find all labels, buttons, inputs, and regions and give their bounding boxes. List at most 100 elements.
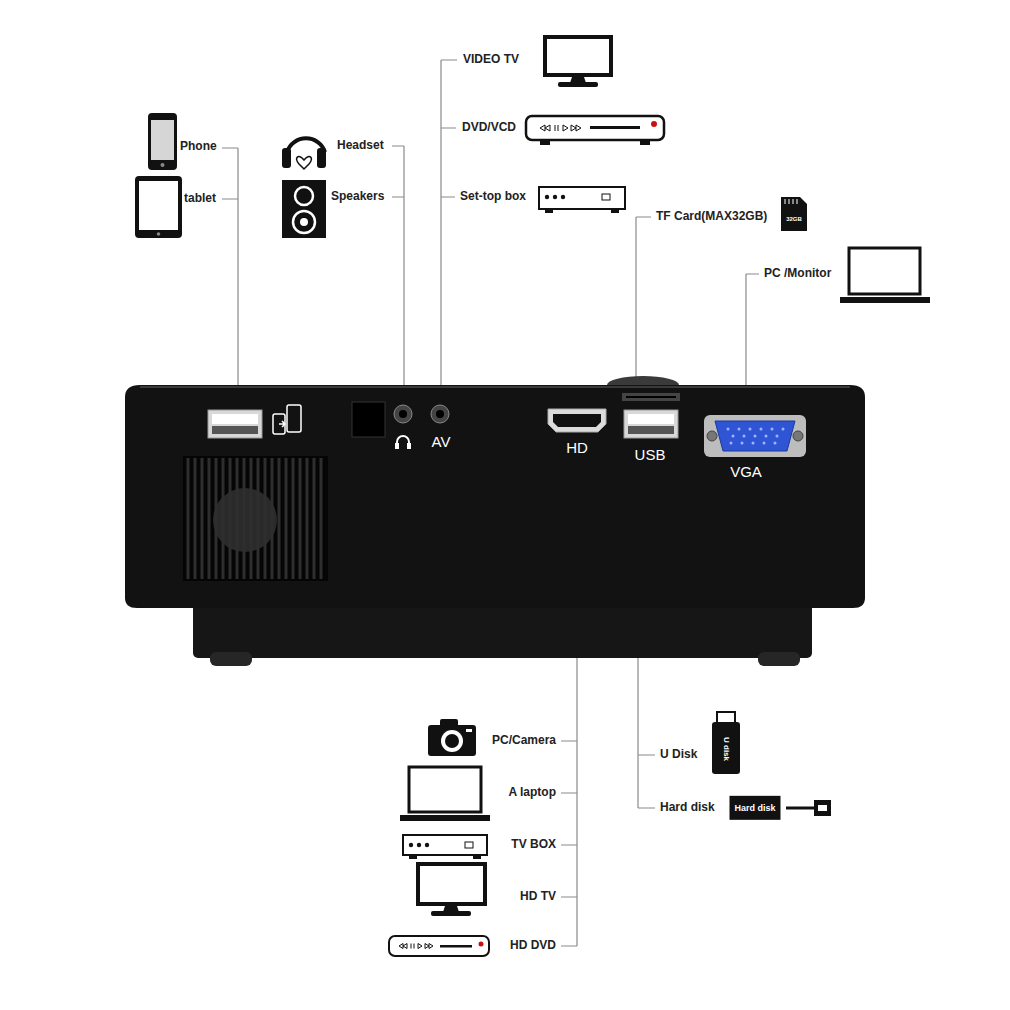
vga-port [704, 415, 806, 457]
mirror-icon [287, 405, 301, 432]
audio-jack [394, 405, 412, 423]
leader-line [636, 217, 651, 391]
device-label: Phone [180, 140, 217, 154]
vga-port [738, 428, 741, 431]
av-jack [431, 405, 449, 423]
tv-icon [545, 37, 611, 87]
set-top-box-icon [553, 195, 557, 199]
tv-box-icon [425, 843, 429, 847]
dvd-icon [540, 125, 581, 131]
vga-port [754, 435, 757, 438]
device-label: A laptop [508, 786, 556, 800]
tv-box-icon [403, 835, 487, 855]
vga-port [776, 435, 779, 438]
leader-line [222, 148, 238, 407]
card-capacity: 32GB [786, 216, 802, 223]
hdmi-port [548, 409, 606, 432]
vga-port [732, 435, 735, 438]
device-label: HD TV [520, 890, 556, 904]
audio-jack [394, 405, 412, 449]
usb-port [624, 410, 678, 438]
av-jack [436, 410, 444, 418]
vga-port [707, 431, 717, 441]
speaker-icon [293, 211, 315, 233]
audio-jack [399, 410, 407, 418]
set-top-box-icon [545, 195, 549, 199]
tv-box-icon [473, 855, 481, 859]
usb-stick-icon [712, 712, 740, 774]
vga-port [730, 442, 733, 445]
sd-card-icon [781, 197, 807, 231]
vga-port [765, 435, 768, 438]
dvd-icon [640, 140, 650, 145]
projector-body [210, 652, 252, 666]
device-label: DVD/VCD [462, 121, 516, 135]
usb-port [624, 410, 678, 438]
hard-disk-cable [814, 800, 831, 816]
tv-icon [545, 37, 611, 75]
usb-port [208, 410, 262, 438]
tablet-icon [135, 176, 182, 238]
projector-body [125, 385, 865, 608]
headset-icon [297, 157, 312, 169]
vent-grille [183, 456, 328, 581]
vga-port [793, 431, 803, 441]
speaker-icon [282, 180, 326, 238]
usb-port [628, 414, 674, 424]
audio-jack [407, 443, 411, 449]
laptop-icon [409, 767, 481, 812]
set-top-box-icon [539, 187, 625, 213]
tv-box-icon [417, 843, 421, 847]
leader-line [392, 146, 404, 403]
port-label: VGA [730, 463, 762, 480]
vent-grille [188, 458, 321, 579]
vga-port [743, 435, 746, 438]
dvd-icon [526, 116, 664, 140]
speaker-icon [300, 218, 308, 226]
projector-body [758, 652, 800, 666]
speaker-icon [282, 180, 326, 238]
tf-slot [622, 393, 680, 401]
set-top-box-icon [611, 209, 619, 213]
device-label: VIDEO TV [463, 53, 519, 67]
vga-port [774, 442, 777, 445]
usb-port [208, 410, 262, 438]
sd-card-icon [781, 197, 807, 231]
hd-dvd-icon [440, 945, 472, 948]
vga-port [782, 428, 785, 431]
vga-port [715, 421, 795, 451]
device-label: tablet [184, 192, 216, 206]
dvd-icon [540, 140, 550, 145]
device-label: Headset [337, 139, 384, 153]
set-top-box-icon [602, 194, 610, 200]
tv-box-icon [409, 855, 417, 859]
camera-icon [441, 730, 463, 752]
dvd-icon [540, 125, 581, 131]
camera-icon [428, 719, 476, 756]
camera-icon [428, 725, 476, 756]
device-label: U Disk [660, 748, 697, 762]
device-label: Speakers [331, 190, 384, 204]
laptop-icon [400, 815, 490, 821]
vga-port [704, 415, 806, 457]
port-label: USB [635, 446, 666, 463]
mirror-icon [273, 405, 301, 434]
port-label: AV [432, 433, 451, 450]
tablet-icon [135, 176, 182, 238]
hd-dvd-icon [479, 942, 484, 947]
headset-icon [282, 138, 326, 169]
hd-tv-icon [431, 911, 471, 916]
dvd-icon [651, 121, 657, 127]
port-label: HD [566, 439, 588, 456]
hard-disk-cable [818, 805, 827, 811]
leader-line [441, 60, 457, 403]
laptop-icon [400, 767, 490, 821]
device-label: HD DVD [510, 939, 556, 953]
vga-port [771, 428, 774, 431]
vga-port [749, 428, 752, 431]
set-top-box-icon [561, 195, 565, 199]
tv-icon [558, 82, 598, 87]
tv-box-icon [465, 842, 473, 848]
